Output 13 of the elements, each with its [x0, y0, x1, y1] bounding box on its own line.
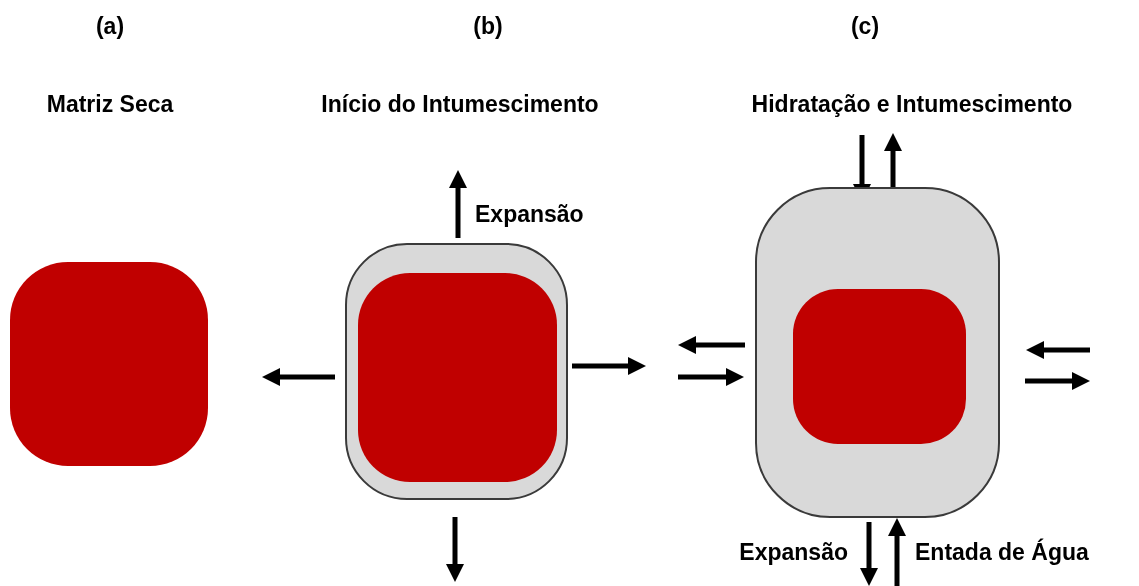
swollen-gel-layer: [755, 187, 1000, 518]
stage-title: Matriz Seca: [46, 93, 174, 116]
arrow-label: Expansão: [475, 203, 584, 226]
panel-label: (c): [850, 15, 880, 38]
matrix-core: [10, 262, 208, 466]
panel-label: (b): [473, 15, 503, 38]
panel-label: (a): [95, 15, 125, 38]
stage-title: Hidratação e Intumescimento: [751, 93, 1073, 116]
stage-title: Início do Intumescimento: [321, 93, 599, 116]
swollen-gel-layer: [345, 243, 568, 500]
matrix-core: [358, 273, 557, 482]
matrix-core: [793, 289, 966, 444]
arrow-label: Expansão: [739, 541, 848, 564]
